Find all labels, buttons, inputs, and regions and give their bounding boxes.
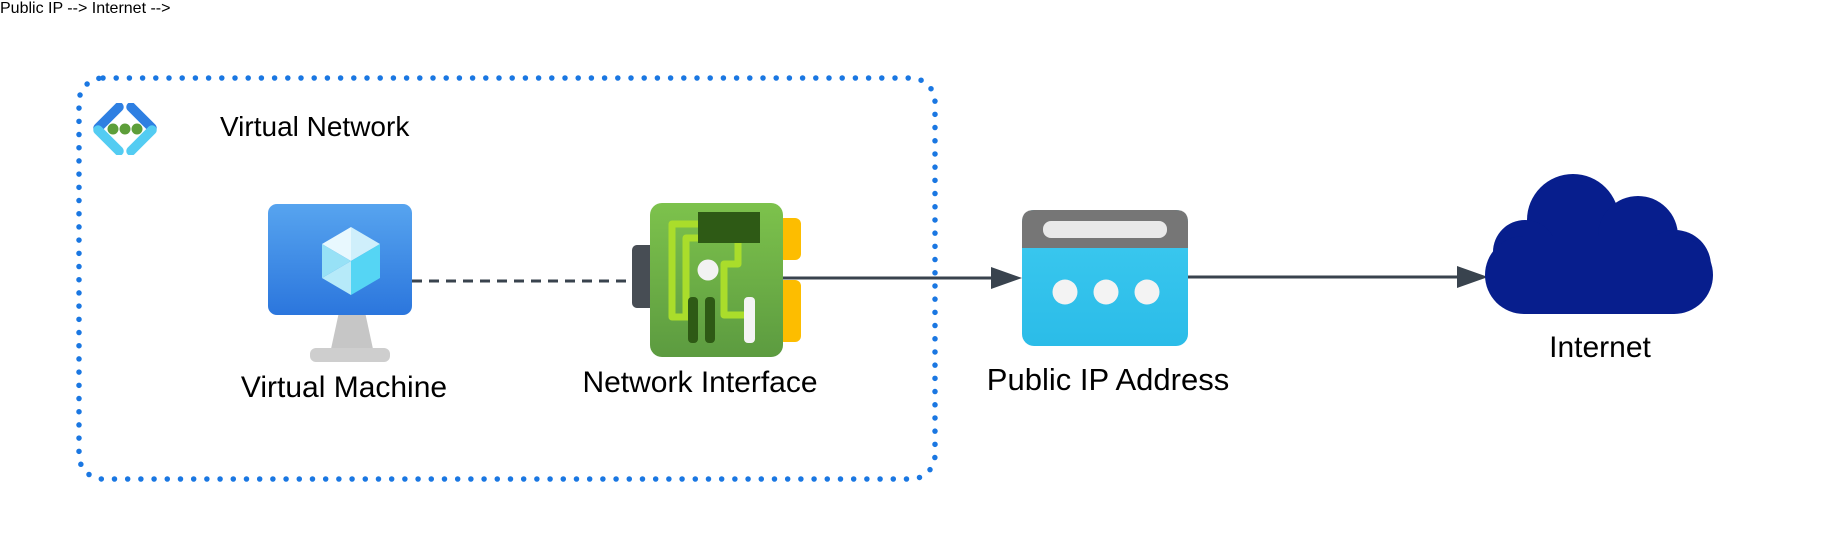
vnet-dot bbox=[131, 123, 143, 135]
virtual-machine-icon bbox=[268, 204, 412, 362]
internet-label: Internet bbox=[1549, 331, 1651, 364]
virtual-machine-node[interactable] bbox=[268, 204, 412, 362]
edge-publicip-to-internet[interactable] bbox=[1188, 263, 1492, 291]
vnet-dot bbox=[107, 123, 119, 135]
public-ip-address-node[interactable] bbox=[1022, 210, 1188, 346]
pip-address-bar bbox=[1043, 221, 1167, 238]
network-interface-icon bbox=[632, 203, 801, 357]
monitor-stand-base bbox=[310, 348, 390, 362]
nic-bar bbox=[688, 297, 698, 343]
nic-tab-bottom bbox=[778, 280, 801, 342]
monitor-stand-neck bbox=[331, 312, 373, 349]
chevron-left-lower bbox=[93, 125, 124, 155]
edge-vm-to-nic[interactable] bbox=[410, 270, 652, 292]
nic-bar bbox=[705, 297, 715, 343]
pip-dots bbox=[1052, 279, 1160, 305]
public-ip-address-icon bbox=[1022, 210, 1188, 346]
nic-white-dot bbox=[697, 259, 719, 281]
chevron-right-lower bbox=[126, 125, 157, 155]
edge-nic-to-publicip[interactable] bbox=[783, 264, 1025, 292]
nic-white-bar bbox=[744, 297, 755, 343]
chevron-left-upper bbox=[93, 103, 124, 133]
internet-node[interactable] bbox=[1485, 172, 1713, 314]
nic-tab-top bbox=[778, 218, 801, 260]
vnet-dot bbox=[119, 123, 131, 135]
arrowhead-icon bbox=[991, 267, 1022, 289]
network-interface-node[interactable] bbox=[632, 203, 801, 357]
cube-icon bbox=[322, 227, 380, 295]
network-interface-label: Network Interface bbox=[582, 366, 818, 399]
virtual-network-label: Virtual Network bbox=[220, 111, 410, 142]
nic-chip bbox=[698, 212, 760, 243]
virtual-network-dotted-border bbox=[76, 75, 938, 482]
virtual-machine-label: Virtual Machine bbox=[240, 371, 448, 404]
virtual-network-icon[interactable] bbox=[92, 103, 158, 155]
arrowhead-icon bbox=[1457, 266, 1488, 288]
virtual-network-container[interactable] bbox=[75, 74, 939, 483]
chevron-right-upper bbox=[126, 103, 157, 133]
public-ip-address-label: Public IP Address bbox=[986, 362, 1230, 397]
internet-cloud-icon bbox=[1485, 174, 1713, 314]
